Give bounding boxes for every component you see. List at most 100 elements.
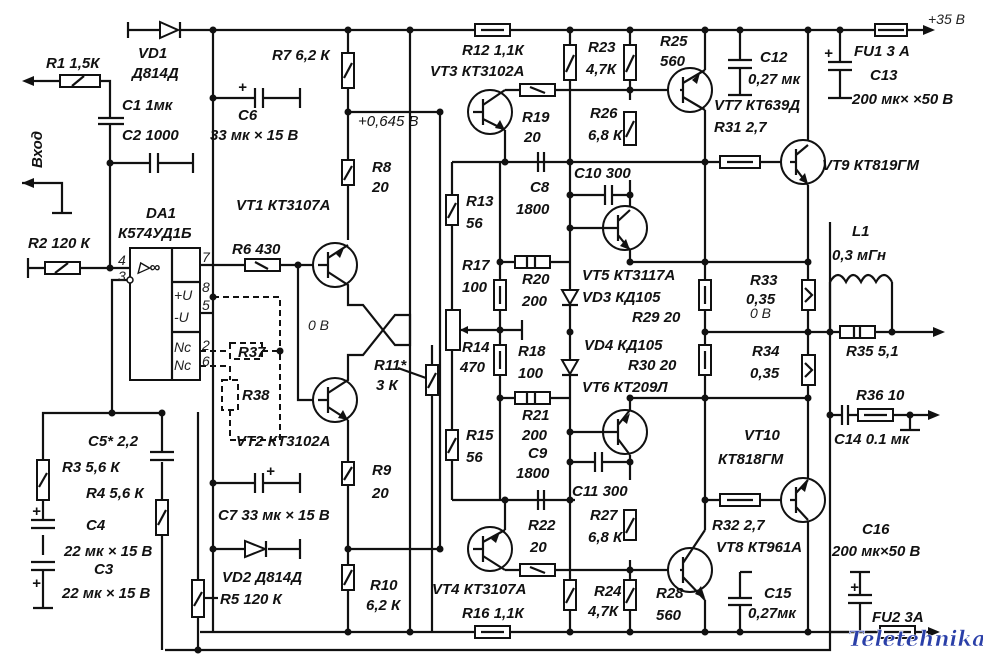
- vt4-value: КТ3107А: [464, 581, 527, 598]
- c5-value: 2,2: [116, 433, 139, 450]
- r24-ref: R24: [594, 583, 622, 600]
- wires: [26, 22, 935, 652]
- da1-ref: DA1: [146, 205, 176, 222]
- r33-value: 0,35: [746, 291, 776, 308]
- resistors: [36, 23, 894, 639]
- resistor-r21: [514, 391, 551, 405]
- r23-value: 4,7К: [585, 61, 618, 78]
- r4-value: 5,6 К: [109, 485, 145, 502]
- vt6-ref: VT6: [582, 379, 610, 396]
- r29-ref: R29: [632, 309, 660, 326]
- r36-ref: R36: [856, 387, 884, 404]
- vt1-value: КТ3107А: [268, 197, 331, 214]
- capacitor-c2: [148, 153, 160, 173]
- r22-value: 20: [529, 539, 547, 556]
- r34-ref: R34: [752, 343, 780, 360]
- transistor-vt7: [667, 67, 713, 113]
- capacitor-c13: [828, 60, 852, 72]
- svg-text:C14 0.1 мк: C14 0.1 мк: [834, 431, 911, 448]
- c2-ref: C2: [122, 127, 142, 144]
- r11-ref: R11*: [374, 357, 407, 374]
- svg-text:C10 300: C10 300: [574, 165, 631, 182]
- r19-value: 20: [523, 129, 541, 146]
- r7-ref: R7: [272, 47, 292, 64]
- supply-arrowhead-icon: [923, 25, 935, 35]
- da1-value: К574УД1Б: [118, 225, 192, 242]
- svg-text:C1 1мк: C1 1мк: [122, 97, 174, 114]
- capacitor-c6: [253, 88, 265, 108]
- c1-ref: C1: [122, 97, 141, 114]
- c4-ref: C4: [86, 517, 106, 534]
- vt3-value: КТ3102А: [462, 63, 525, 80]
- r5-value: 120 К: [243, 591, 283, 608]
- pin-6: 6: [202, 353, 210, 369]
- r21-value: 200: [521, 427, 548, 444]
- transistors: [312, 67, 826, 601]
- r17-ref: R17: [462, 257, 490, 274]
- r27-ref: R27: [590, 507, 618, 524]
- r24-value: 4,7К: [587, 603, 620, 620]
- svg-text:R6 430: R6 430: [232, 241, 281, 258]
- r35-ref: R35: [846, 343, 874, 360]
- svg-text:VD2 Д814Д: VD2 Д814Д: [222, 569, 302, 586]
- c3-plus-icon: +: [32, 575, 41, 592]
- c11-ref: C11: [572, 483, 598, 500]
- c13-value: 200 мк× ×50 В: [851, 91, 953, 108]
- c16-value: 200 мк×50 В: [831, 543, 921, 560]
- transistor-vt8: [667, 529, 713, 601]
- vt4-ref: VT4: [432, 581, 460, 598]
- svg-text:VT2 КТ3102А: VT2 КТ3102А: [236, 433, 330, 450]
- pin-3: 3: [118, 268, 126, 284]
- opamp-da1: [129, 247, 201, 381]
- vd2-value: Д814Д: [253, 569, 302, 586]
- svg-text:R29 20: R29 20: [632, 309, 681, 326]
- vt9-ref: VT9: [822, 157, 850, 174]
- vt2-ref: VT2: [236, 433, 264, 450]
- svg-text:VD4 КД105: VD4 КД105: [584, 337, 663, 354]
- r36-value: 10: [888, 387, 905, 404]
- r19-ref: R19: [522, 109, 550, 126]
- pin-nc2: Nc: [174, 357, 191, 373]
- opamp-symbol-icon: ▷∞: [137, 259, 161, 276]
- fu2-value: 3А: [905, 609, 924, 626]
- r26-value: 6,8 К: [588, 127, 624, 144]
- r35-value: 5,1: [878, 343, 899, 360]
- vd1-ref: VD1: [138, 45, 167, 62]
- c6-value: 33 мк × 15 В: [210, 127, 298, 144]
- transistor-vt10: [780, 477, 826, 523]
- r23-ref: R23: [588, 39, 616, 56]
- r27-value: 6,8 К: [588, 529, 624, 546]
- labels: R1 1,5К VD1 Д814Д C1 1мк C2 1000 Вход DA…: [28, 11, 983, 651]
- r11-value: 3 К: [376, 377, 400, 394]
- svg-text:R5 120 К: R5 120 К: [220, 591, 284, 608]
- diode-vd3: [560, 289, 580, 307]
- c6-plus-icon: +: [238, 79, 247, 96]
- r25-ref: R25: [660, 33, 688, 50]
- svg-text:FU2 3А: FU2 3А: [872, 609, 924, 626]
- l1-value: 0,3 мГн: [832, 247, 886, 264]
- r3-value: 5,6 К: [85, 459, 121, 476]
- svg-text:VT1 КТ3107А: VT1 КТ3107А: [236, 197, 330, 214]
- transistor-vt3: [467, 89, 513, 135]
- r28-ref: R28: [656, 585, 684, 602]
- capacitor-c8: [536, 152, 546, 172]
- svg-text:VT6 КТ209Л: VT6 КТ209Л: [582, 379, 668, 396]
- svg-text:R35 5,1: R35 5,1: [846, 343, 899, 360]
- vt2-value: КТ3102А: [268, 433, 331, 450]
- r30-ref: R30: [628, 357, 656, 374]
- vd1-value: Д814Д: [130, 65, 179, 82]
- c10-value: 300: [606, 165, 632, 182]
- r14-ref: R14: [462, 339, 490, 356]
- svg-text:VT5 КТ3117А: VT5 КТ3117А: [582, 267, 675, 284]
- svg-text:R1 1,5К: R1 1,5К: [46, 55, 101, 72]
- fu2-ref: FU2: [872, 609, 901, 626]
- c7-value: 33 мк × 15 В: [241, 507, 329, 524]
- svg-text:FU1 3 А: FU1 3 А: [854, 43, 910, 60]
- resistor-r20: [514, 255, 551, 269]
- vd4-value: КД105: [617, 337, 663, 354]
- r26-ref: R26: [590, 105, 618, 122]
- r12-ref: R12: [462, 42, 490, 59]
- svg-text:VT8 КТ961А: VT8 КТ961А: [716, 539, 802, 556]
- r32-ref: R32: [712, 517, 740, 534]
- r13-value: 56: [466, 215, 483, 232]
